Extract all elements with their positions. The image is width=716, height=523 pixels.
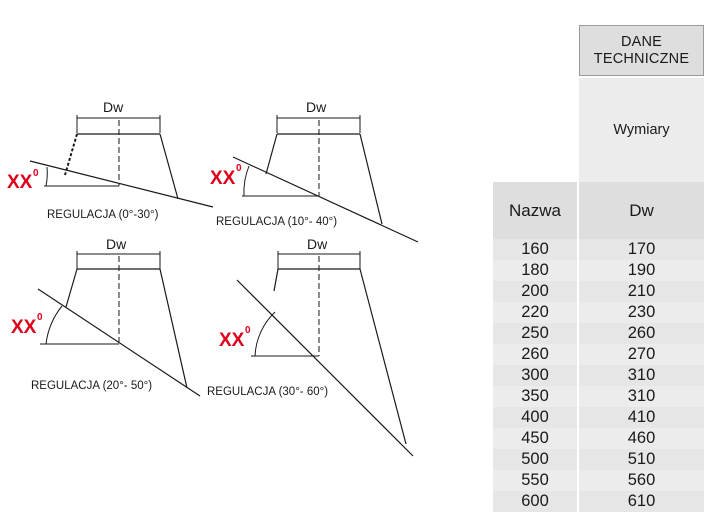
diagram-2: Dw XX 0 REGULACJA (10°- 40°) [210, 99, 419, 243]
cell-dw: 310 [579, 365, 704, 386]
cell-name: 250 [493, 323, 577, 344]
angle-label-1: XX [7, 172, 33, 193]
angle-sup-1: 0 [33, 168, 39, 179]
angle-sup-2: 0 [236, 163, 242, 174]
dw-label-4: Dw [307, 236, 328, 252]
cell-dw: 310 [579, 386, 704, 407]
angle-sup-3: 0 [37, 312, 43, 323]
regulation-label-2: REGULACJA (10°- 40°) [216, 216, 337, 228]
cell-dw: 170 [579, 239, 704, 260]
cell-dw: 460 [579, 428, 704, 449]
regulation-label-4: REGULACJA (30°- 60°) [207, 386, 328, 398]
angle-label-2: XX [210, 168, 236, 189]
cell-name: 300 [493, 365, 577, 386]
cell-dw: 510 [579, 449, 704, 470]
cell-name: 180 [493, 260, 577, 281]
diagram-1: Dw XX 0 REGULACJA (0°-30°) [7, 99, 214, 221]
diagram-3: Dw XX 0 REGULACJA (20°- 50°) [11, 236, 201, 397]
cell-name: 200 [493, 281, 577, 302]
cell-name: 160 [493, 239, 577, 260]
cell-name: 260 [493, 344, 577, 365]
cell-dw: 190 [579, 260, 704, 281]
cell-name: 350 [493, 386, 577, 407]
regulation-label-1: REGULACJA (0°-30°) [47, 209, 159, 221]
cell-dw: 260 [579, 323, 704, 344]
cell-dw: 230 [579, 302, 704, 323]
cell-name: 500 [493, 449, 577, 470]
diagrams-svg: Dw XX 0 REGULACJA (0°-30°) Dw XX 0 REGUL… [7, 99, 419, 457]
cell-name: 600 [493, 491, 577, 512]
dw-label-3: Dw [106, 236, 127, 252]
column-header-name: Nazwa [493, 182, 577, 239]
angle-label-3: XX [11, 317, 37, 338]
column-header-dw: Dw [579, 182, 704, 239]
adjustment-diagrams: Dw XX 0 REGULACJA (0°-30°) Dw XX 0 REGUL… [7, 99, 419, 457]
cell-dw: 410 [579, 407, 704, 428]
cell-name: 450 [493, 428, 577, 449]
cell-dw: 560 [579, 470, 704, 491]
column-separator [577, 182, 579, 515]
angle-label-4: XX [219, 330, 245, 351]
dw-label-1: Dw [103, 99, 124, 115]
cell-dw: 270 [579, 344, 704, 365]
regulation-label-3: REGULACJA (20°- 50°) [31, 380, 152, 392]
cell-name: 400 [493, 407, 577, 428]
angle-sup-4: 0 [245, 325, 251, 336]
cell-name: 220 [493, 302, 577, 323]
cell-dw: 210 [579, 281, 704, 302]
header-technical-data: DANE TECHNICZNE [579, 25, 704, 76]
header-dimensions: Wymiary [579, 78, 704, 182]
cell-name: 550 [493, 470, 577, 491]
diagram-4: XX 0 Dw REGULACJA (30°- 60°) [207, 236, 414, 457]
cell-dw: 610 [579, 491, 704, 512]
dw-label-2: Dw [306, 99, 327, 115]
